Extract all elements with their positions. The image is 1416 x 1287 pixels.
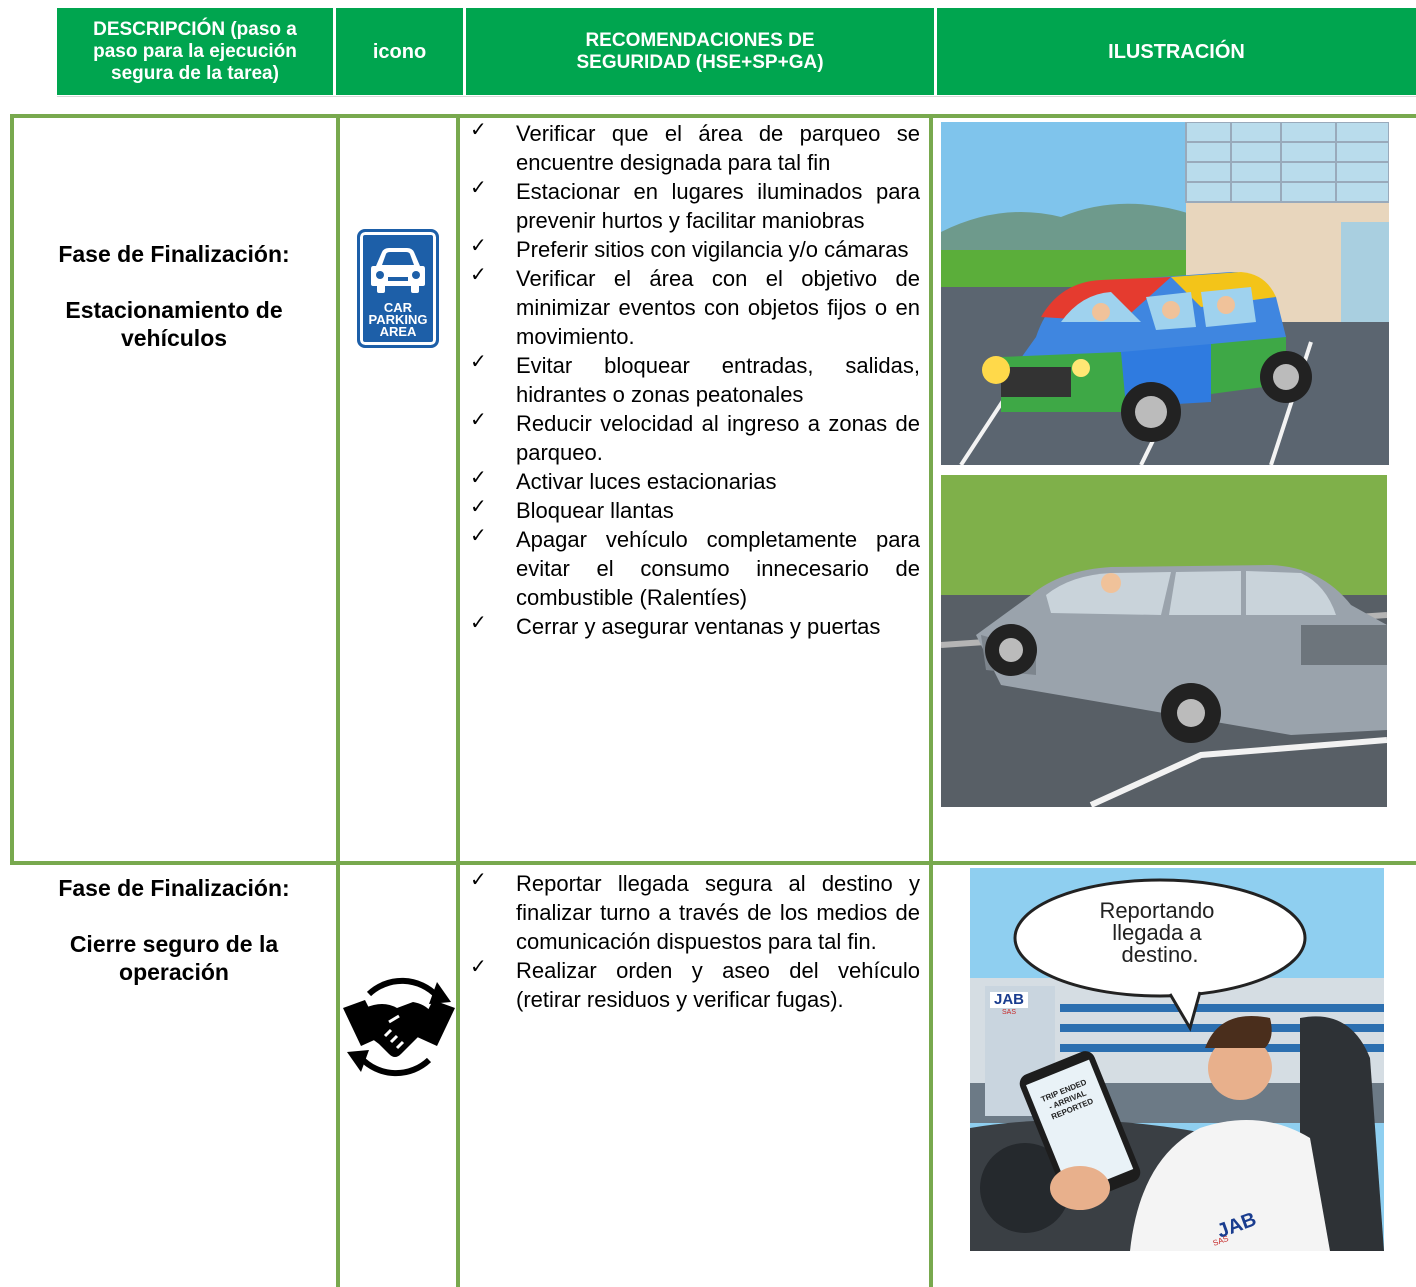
header-description-line2: paso para la ejecución	[93, 40, 297, 62]
row1-title-line2: vehículos	[120, 325, 228, 351]
header-recommendations-line1: RECOMENDACIONES DE	[585, 29, 815, 51]
list-item: Bloquear llantas	[468, 492, 920, 525]
building-logo-text: JAB	[994, 991, 1024, 1008]
header-description-line1: DESCRIPCIÓN (paso a	[93, 18, 297, 40]
row2-title-line2: operación	[119, 959, 229, 985]
row2-recommendations-list: Reportar llegada segura al destino y fin…	[468, 865, 920, 1014]
speech-line1: Reportando	[1099, 898, 1214, 923]
speech-line2: llegada a	[1112, 920, 1202, 945]
svg-text:Reportando llegada a: Reportando llegada a destino.	[1099, 898, 1220, 967]
row1-description: Fase de Finalización: Estacionamiento de…	[14, 240, 334, 352]
illustration-gray-suv	[941, 475, 1387, 807]
illustration-colorful-suv	[941, 122, 1389, 465]
header-icon: icono	[336, 8, 463, 95]
list-item: Realizar orden y aseo del vehículo (reti…	[468, 952, 920, 1014]
list-item: Verificar que el área de parqueo se encu…	[468, 115, 920, 177]
handshake-cycle-icon	[339, 964, 459, 1090]
list-item: Preferir sitios con vigilancia y/o cámar…	[468, 231, 920, 264]
header-description: DESCRIPCIÓN (paso a paso para la ejecuci…	[57, 8, 333, 95]
list-item: Evitar bloquear entradas, salidas, hidra…	[468, 347, 920, 409]
parking-text-parking: PARKING	[368, 312, 428, 327]
header-recommendations: RECOMENDACIONES DE SEGURIDAD (HSE+SP+GA)	[466, 8, 934, 95]
list-item: Verificar el área con el objetivo de min…	[468, 260, 920, 351]
column-divider-2	[456, 114, 460, 1287]
illustration-reporting-arrival: JAB SAS Reportando llegada a destino. JA…	[970, 868, 1384, 1251]
header-illustration: ILUSTRACIÓN	[937, 8, 1416, 95]
header-recommendations-line2: SEGURIDAD (HSE+SP+GA)	[576, 51, 824, 73]
header-description-line3: segura de la tarea)	[111, 62, 279, 84]
list-item: Reportar llegada segura al destino y fin…	[468, 865, 920, 956]
row1-title-line1: Estacionamiento de	[65, 297, 283, 323]
column-divider-3	[929, 114, 933, 1287]
list-item: Apagar vehículo completamente para evita…	[468, 521, 920, 612]
row2-title-line1: Cierre seguro de la	[69, 931, 279, 957]
row1-phase: Fase de Finalización:	[58, 241, 290, 267]
list-item: Estacionar en lugares iluminados para pr…	[468, 173, 920, 235]
speech-line3: destino.	[1121, 942, 1198, 967]
row2-phase: Fase de Finalización:	[58, 875, 290, 901]
row-divider	[10, 861, 1416, 865]
parking-text-area: AREA	[379, 324, 417, 339]
list-item: Reducir velocidad al ingreso a zonas de …	[468, 405, 920, 467]
car-parking-area-icon: CAR PARKING AREA	[357, 229, 439, 348]
list-item: Cerrar y asegurar ventanas y puertas	[468, 608, 920, 641]
table-left-border	[10, 114, 14, 865]
table-top-border	[10, 114, 1416, 118]
header-divider	[57, 96, 1416, 97]
building-logo-sub: SAS	[1002, 1009, 1016, 1016]
parking-text-car: CAR	[383, 300, 413, 315]
row2-description: Fase de Finalización: Cierre seguro de l…	[14, 874, 334, 986]
column-divider-1	[336, 114, 340, 1287]
list-item: Activar luces estacionarias	[468, 463, 920, 496]
row1-recommendations-list: Verificar que el área de parqueo se encu…	[468, 115, 920, 641]
